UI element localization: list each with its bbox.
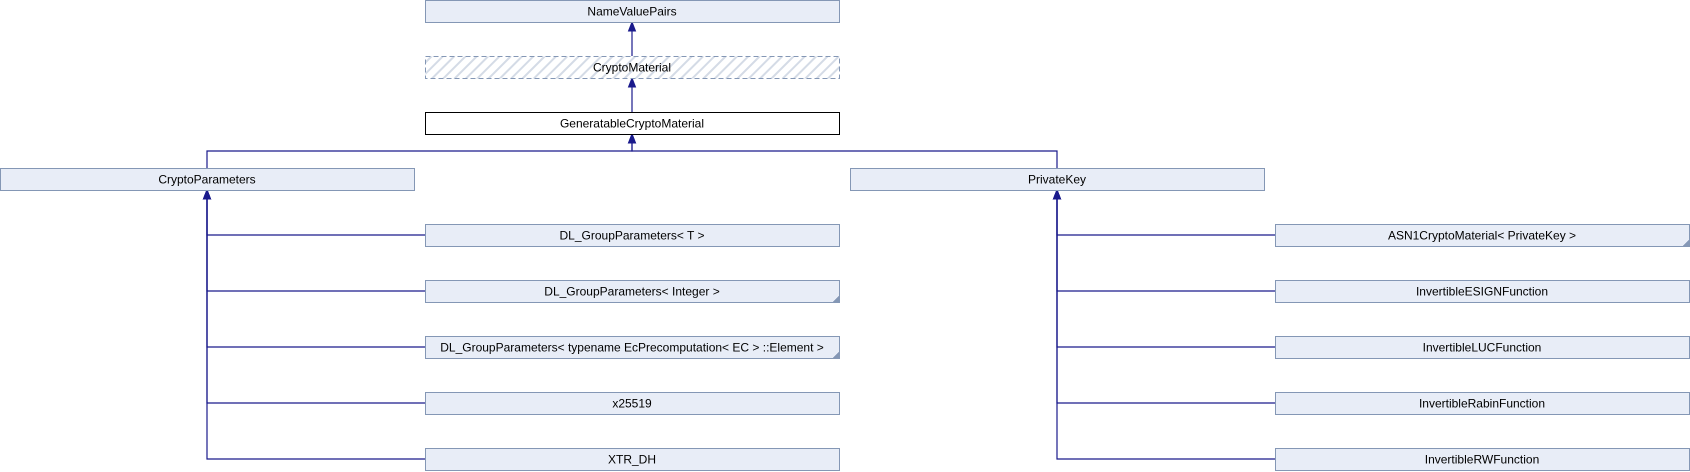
class-node-dl-group-parameters-t[interactable]: DL_GroupParameters< T >: [425, 224, 840, 247]
class-node-label: InvertibleRabinFunction: [1419, 397, 1545, 411]
class-node-label: NameValuePairs: [587, 5, 676, 19]
edge-invertible-rabin-function-to-private-key: [1056, 199, 1275, 404]
class-node-label: ASN1CryptoMaterial< PrivateKey >: [1388, 229, 1576, 243]
class-node-box: [425, 112, 840, 135]
folded-corner-icon: [831, 350, 840, 359]
class-node-label: PrivateKey: [1028, 173, 1086, 187]
class-node-invertible-esign-function[interactable]: InvertibleESIGNFunction: [1275, 280, 1690, 303]
class-node-label: DL_GroupParameters< typename EcPrecomput…: [440, 341, 824, 355]
class-node-label: GeneratableCryptoMaterial: [560, 117, 704, 131]
edge-dl-group-parameters-t-to-crypto-parameters: [206, 199, 425, 236]
class-node-crypto-parameters[interactable]: CryptoParameters: [0, 168, 415, 191]
class-node-xtr-dh[interactable]: XTR_DH: [425, 448, 840, 471]
class-node-box: [425, 392, 840, 415]
edge-dl-group-parameters-integer-to-crypto-parameters: [206, 199, 425, 292]
class-node-label: DL_GroupParameters< Integer >: [544, 285, 719, 299]
class-node-box: [425, 0, 840, 23]
class-node-label: CryptoMaterial: [593, 61, 671, 75]
class-node-box: [425, 280, 840, 303]
edge-private-key-to-generatable-crypto-material-arrowhead: [627, 132, 637, 144]
edge-invertible-rw-function-to-private-key-arrowhead: [1052, 188, 1062, 200]
class-node-name-value-pairs[interactable]: NameValuePairs: [425, 0, 840, 23]
edge-asn1-crypto-material-private-key-to-private-key: [1056, 199, 1275, 236]
class-node-invertible-rabin-function[interactable]: InvertibleRabinFunction: [1275, 392, 1690, 415]
class-node-box: [425, 56, 840, 79]
class-node-asn1-crypto-material-private-key[interactable]: ASN1CryptoMaterial< PrivateKey >: [1275, 224, 1690, 247]
class-node-invertible-luc-function[interactable]: InvertibleLUCFunction: [1275, 336, 1690, 359]
class-node-box: [425, 224, 840, 247]
class-node-label: InvertibleLUCFunction: [1423, 341, 1542, 355]
class-node-box: [425, 448, 840, 471]
class-node-label: InvertibleRWFunction: [1425, 453, 1540, 467]
edge-x25519-to-crypto-parameters: [206, 199, 425, 404]
class-node-invertible-rw-function[interactable]: InvertibleRWFunction: [1275, 448, 1690, 471]
edge-crypto-material-to-name-value-pairs-arrowhead: [627, 20, 637, 32]
class-node-label: InvertibleESIGNFunction: [1416, 285, 1548, 299]
edge-xtr-dh-to-crypto-parameters-arrowhead: [202, 188, 212, 200]
edge-invertible-luc-function-to-private-key: [1056, 199, 1275, 348]
edge-crypto-parameters-to-generatable-crypto-material: [206, 143, 633, 168]
class-node-dl-group-parameters-integer[interactable]: DL_GroupParameters< Integer >: [425, 280, 840, 303]
edge-private-key-to-generatable-crypto-material: [631, 143, 1058, 168]
class-node-crypto-material[interactable]: CryptoMaterial: [425, 56, 840, 79]
inheritance-edges: [202, 20, 1275, 460]
class-node-generatable-crypto-material[interactable]: GeneratableCryptoMaterial: [425, 112, 840, 135]
class-node-private-key[interactable]: PrivateKey: [850, 168, 1265, 191]
edge-xtr-dh-to-crypto-parameters: [206, 199, 425, 460]
edge-invertible-rw-function-to-private-key: [1056, 199, 1275, 460]
class-node-x25519[interactable]: x25519: [425, 392, 840, 415]
class-node-box: [0, 168, 415, 191]
edge-generatable-crypto-material-to-crypto-material-arrowhead: [627, 76, 637, 88]
class-node-label: CryptoParameters: [158, 173, 255, 187]
class-node-label: DL_GroupParameters< T >: [560, 229, 705, 243]
folded-corner-icon: [831, 294, 840, 303]
class-node-dl-group-parameters-ec[interactable]: DL_GroupParameters< typename EcPrecomput…: [425, 336, 840, 359]
class-node-box: [850, 168, 1265, 191]
class-node-label: XTR_DH: [608, 453, 656, 467]
edge-dl-group-parameters-ec-to-crypto-parameters: [206, 199, 425, 348]
class-node-label: x25519: [612, 397, 652, 411]
class-node-box: [425, 336, 840, 359]
edge-invertible-esign-function-to-private-key: [1056, 199, 1275, 292]
